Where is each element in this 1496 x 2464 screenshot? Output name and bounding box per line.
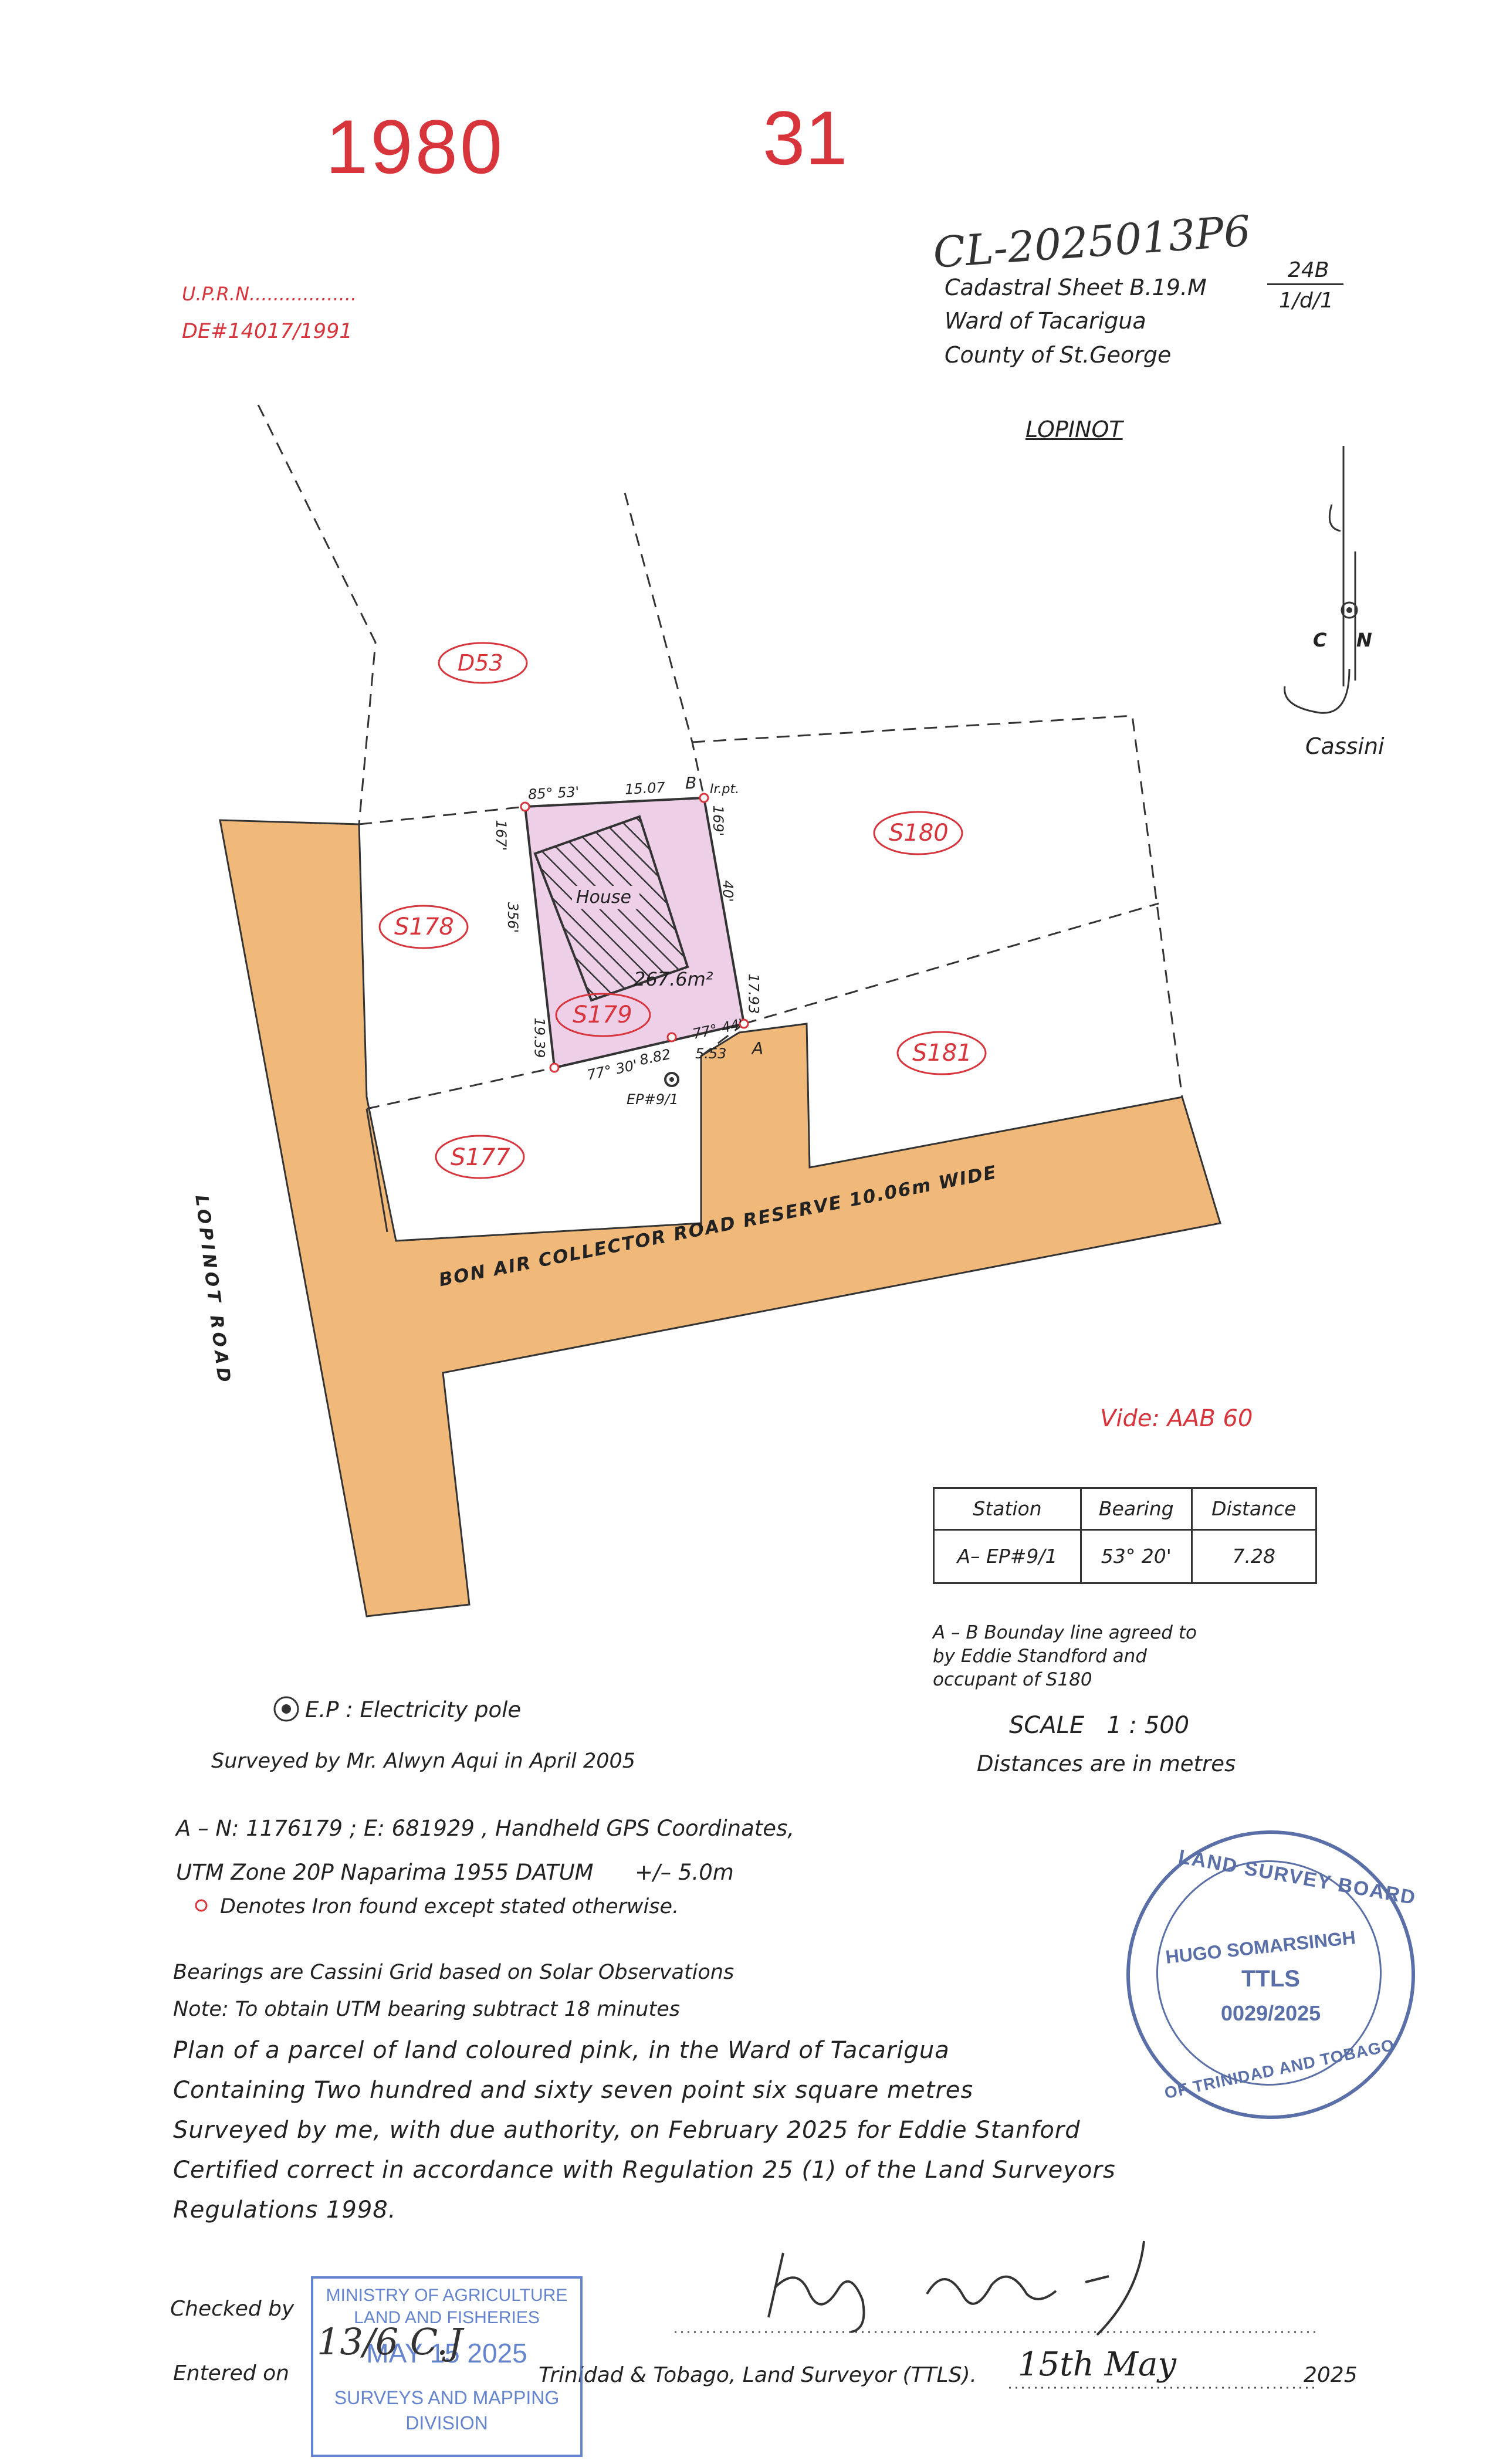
legend-bearings: Bearings are Cassini Grid based on Solar… — [173, 1961, 735, 1984]
legend-coordinates: A – N: 1176179 ; E: 681929 , Handheld GP… — [176, 1816, 795, 1841]
ministry-stamp-line-2: LAND AND FISHERIES — [354, 2308, 540, 2327]
de-number: DE#14017/1991 — [182, 320, 353, 343]
certification-line-4: Certified correct in accordance with Reg… — [173, 2157, 1116, 2184]
certification-line-1: Plan of a parcel of land coloured pink, … — [173, 2037, 950, 2064]
uprn-label: U.P.R.N.................. — [182, 283, 357, 305]
house-label: House — [576, 887, 632, 908]
parcel-label-s178: S178 — [394, 913, 454, 940]
ministry-stamp-date: MAY 15 2025 — [366, 2338, 527, 2368]
handwritten-initials: 13/6 C.J — [317, 2320, 463, 2363]
certification-line-3: Surveyed by me, with due authority, on F… — [173, 2117, 1081, 2144]
fraction-bar — [1267, 283, 1343, 285]
county: County of St.George — [945, 342, 1172, 368]
seal-title: TTLS — [1241, 1966, 1300, 1992]
certification-year: 2025 — [1304, 2363, 1358, 2387]
right-bearing-minutes: 40' — [719, 880, 736, 902]
top-distance: 15.07 — [624, 779, 666, 798]
land-survey-board-seal: LAND SURVEY BOARD HUGO SOMARSINGH TTLS 0… — [1126, 1830, 1418, 2119]
north-arrow-c: C — [1313, 629, 1327, 651]
vide-reference: Vide: AAB 60 — [1100, 1405, 1253, 1432]
seal-number: 0029/2025 — [1221, 2001, 1321, 2025]
point-a-label: A — [752, 1038, 764, 1058]
table-cell-station: A– EP#9/1 — [932, 1528, 1082, 1585]
surveyor-signature — [767, 2240, 1145, 2336]
checked-by-label: Checked by — [170, 2297, 295, 2321]
right-distance: 17.93 — [745, 973, 762, 1014]
left-distance: 167' — [493, 820, 510, 851]
scale-text: SCALE 1 : 500 — [1009, 1712, 1190, 1739]
ep-label: EP#9/1 — [627, 1091, 679, 1108]
table-row: A– EP#9/1 53° 20' 7.28 — [932, 1528, 1318, 1585]
table-cell-distance: 7.28 — [1190, 1528, 1318, 1585]
table-header-bearing: Bearing — [1080, 1487, 1193, 1531]
left-bearing: 356' — [505, 902, 522, 933]
table-header-station: Station — [932, 1487, 1082, 1531]
table-header-distance: Distance — [1190, 1487, 1318, 1531]
area-label: 267.6m² — [634, 968, 713, 990]
stamp-number-left: 1980 — [326, 104, 505, 189]
point-b-label: B — [685, 773, 697, 793]
station-table: Station Bearing Distance A– EP#9/1 53° 2… — [932, 1487, 1318, 1585]
ward: Ward of Tacarigua — [945, 308, 1146, 334]
cadastral-sheet: Cadastral Sheet B.19.M — [945, 275, 1207, 300]
north-arrow-n: N — [1356, 629, 1372, 651]
legend-utm-note: Note: To obtain UTM bearing subtract 18 … — [173, 1998, 680, 2021]
entered-on-label: Entered on — [173, 2361, 289, 2385]
legend-iron-found: Denotes Iron found except stated otherwi… — [220, 1895, 679, 1918]
projection-label: Cassini — [1305, 733, 1385, 759]
certification-line-5: Regulations 1998. — [173, 2196, 397, 2223]
ministry-stamp-line-3: SURVEYS AND MAPPING — [334, 2387, 560, 2408]
legend-electricity-pole: E.P : Electricity pole — [305, 1697, 522, 1722]
ministry-stamp-line-4: DIVISION — [405, 2412, 488, 2433]
road-reserve — [219, 819, 1221, 1617]
boundary-note-line-2: by Eddie Standford and — [933, 1646, 1147, 1667]
sheet-fraction-top: 24B — [1288, 258, 1329, 282]
parcel-label-s177: S177 — [451, 1144, 510, 1171]
top-bearing: 85° 53' — [527, 783, 580, 803]
legend-previous-survey: Surveyed by Mr. Alwyn Aqui in April 2005 — [211, 1749, 636, 1773]
parcel-label-d53: D53 — [458, 650, 503, 676]
scale-units: Distances are in metres — [977, 1751, 1236, 1776]
sheet-fraction-bottom: 1/d/1 — [1279, 289, 1333, 313]
right-bearing: 169' — [710, 805, 727, 837]
table-cell-bearing: 53° 20' — [1080, 1528, 1193, 1585]
certification-line-2: Containing Two hundred and sixty seven p… — [173, 2077, 974, 2104]
surveyor-designation: Trinidad & Tobago, Land Surveyor (TTLS). — [539, 2363, 977, 2387]
bottom-distance-2: 5.53 — [695, 1045, 727, 1062]
stamp-number-right: 31 — [763, 95, 848, 181]
boundary-note-line-1: A – B Bounday line agreed to — [933, 1622, 1197, 1643]
parcel-label-s181: S181 — [912, 1040, 972, 1067]
ministry-stamp: MINISTRY OF AGRICULTURE LAND AND FISHERI… — [311, 2276, 583, 2457]
parcel-label-s180: S180 — [889, 820, 949, 847]
boundary-note-line-3: occupant of S180 — [933, 1669, 1092, 1690]
iron-point-label: Ir.pt. — [710, 782, 740, 797]
handwritten-date: 15th May — [1018, 2345, 1176, 2384]
left-lower-distance: 19.39 — [531, 1017, 548, 1058]
parcel-label-s179: S179 — [573, 1001, 632, 1028]
locality-title: LOPINOT — [1025, 417, 1123, 442]
legend-utm: UTM Zone 20P Naparima 1955 DATUM +/– 5.0… — [176, 1860, 734, 1885]
ministry-stamp-line-1: MINISTRY OF AGRICULTURE — [326, 2286, 568, 2305]
